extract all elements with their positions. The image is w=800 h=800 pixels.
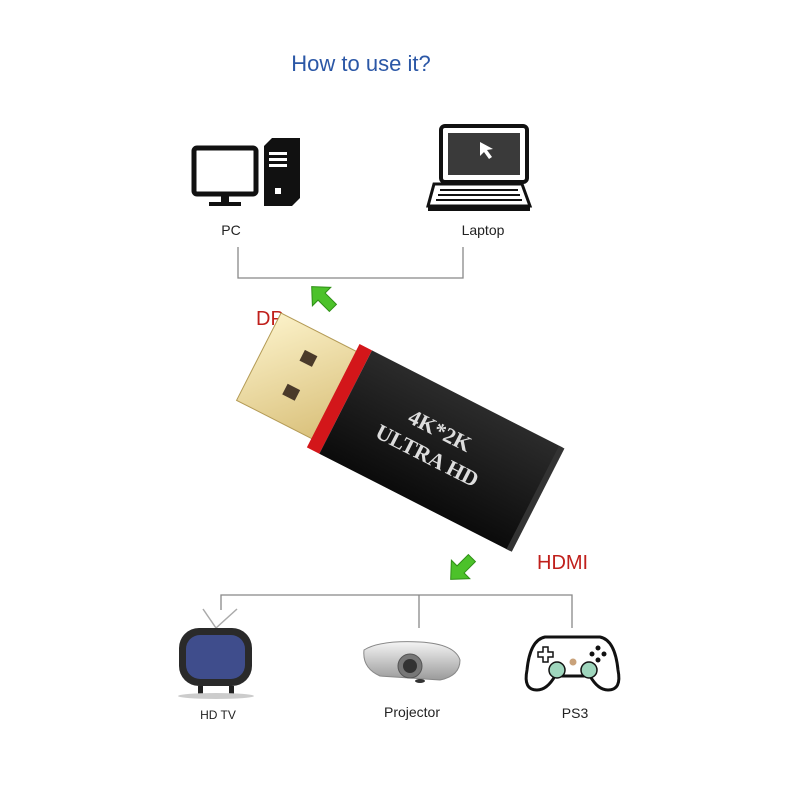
pc-label: PC xyxy=(221,222,240,238)
red-ring xyxy=(306,344,372,454)
hd-tv-label: HD TV xyxy=(200,708,236,722)
green-arrow-up-icon xyxy=(311,286,338,313)
projector-icon xyxy=(363,641,461,683)
display-connector-line xyxy=(220,594,573,628)
dp-to-hdmi-adapter: 4K*2K ULTRA HD xyxy=(235,312,565,552)
projector-label: Projector xyxy=(384,704,440,720)
green-arrow-down-icon xyxy=(450,553,477,580)
hdmi-label: HDMI xyxy=(537,552,588,574)
adapter-body xyxy=(319,350,563,551)
laptop-label: Laptop xyxy=(462,222,505,238)
hd-tv-icon xyxy=(178,608,254,699)
ps3-label: PS3 xyxy=(562,705,589,721)
laptop-icon xyxy=(426,124,533,211)
source-connector-line xyxy=(237,247,464,279)
ps3-gamepad-icon xyxy=(524,635,621,692)
pc-icon xyxy=(191,138,300,206)
page-title: How to use it? xyxy=(291,51,430,76)
